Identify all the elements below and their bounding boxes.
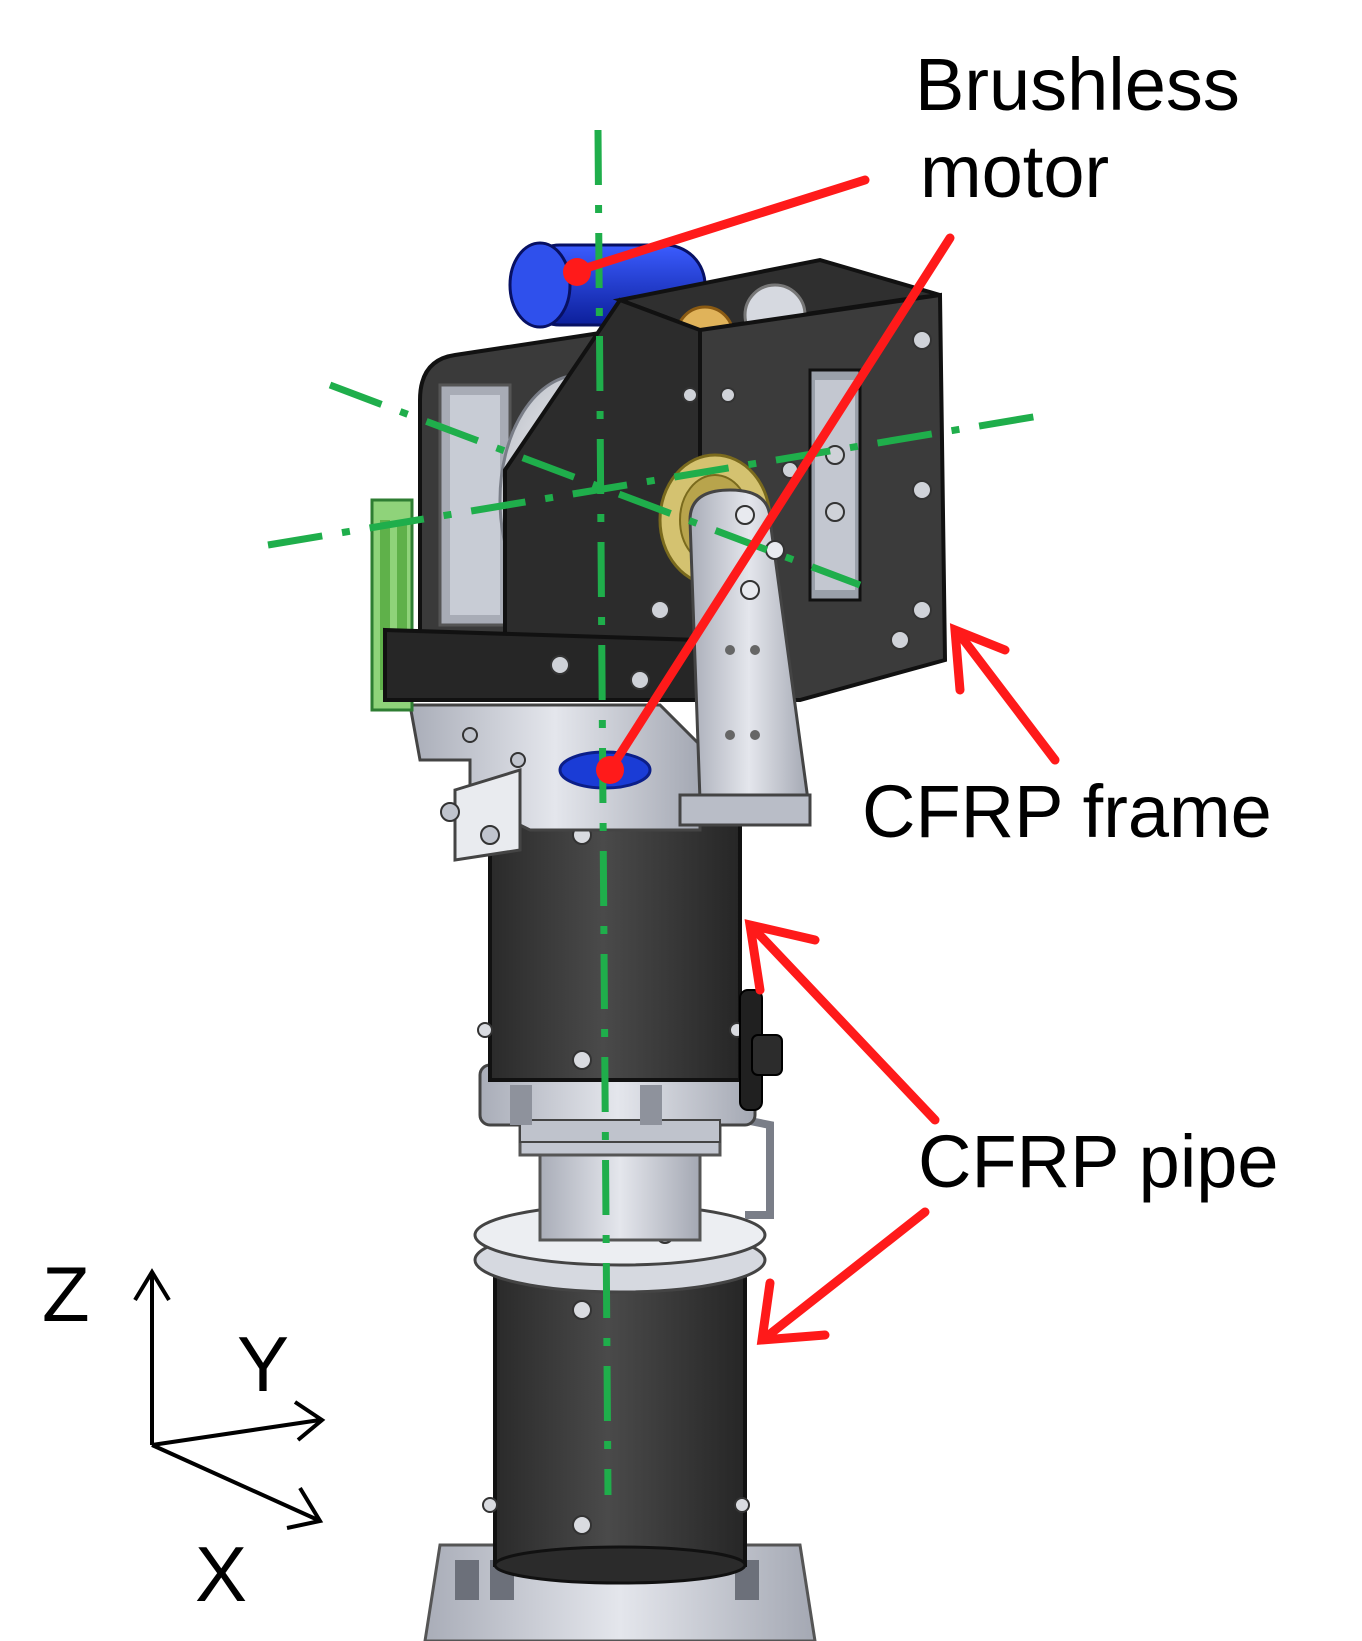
upper-cfrp-pipe [477, 803, 745, 1082]
pipe-arrowhead-upper [744, 919, 820, 995]
axis-label-x: X [195, 1530, 248, 1618]
motor-pointer-bottom [596, 756, 624, 784]
rotation-axes [267, 129, 1046, 1496]
roll-axis-line [328, 381, 862, 589]
lower-cfrp-pipe [482, 1263, 750, 1585]
frame-arrowhead [949, 623, 1010, 695]
y-axis-arrow [151, 1418, 321, 1447]
motor-leader-bottom [605, 233, 955, 775]
label-brushless: Brushless [915, 43, 1240, 126]
motor-leader-top [575, 175, 870, 275]
side-motor-and-arm [658, 453, 812, 827]
label-cfrp-pipe: CFRP pipe [918, 1120, 1279, 1203]
yaw-axis-line [594, 129, 612, 1496]
motor-pointer-top [563, 258, 591, 286]
label-motor: motor [920, 130, 1110, 213]
pipe-arrowhead-lower [756, 1278, 830, 1345]
x-axis-arrow [151, 1443, 319, 1522]
pipe-arrow-upper-shaft [750, 925, 940, 1125]
latch-handle [739, 989, 783, 1111]
label-cfrp-frame: CFRP frame [862, 770, 1272, 853]
pipe-arrow-lower-shaft [760, 1207, 930, 1343]
frame-arrow-shaft [955, 630, 1060, 765]
cfrp-frame [383, 257, 948, 702]
pitch-axis-line [267, 411, 1046, 549]
coordinate-axes [133, 1268, 326, 1530]
annotation-leaders [563, 175, 1060, 1345]
axis-label-y: Y [237, 1320, 290, 1408]
side-clamp [719, 1111, 774, 1219]
axis-label-z: Z [42, 1250, 90, 1338]
